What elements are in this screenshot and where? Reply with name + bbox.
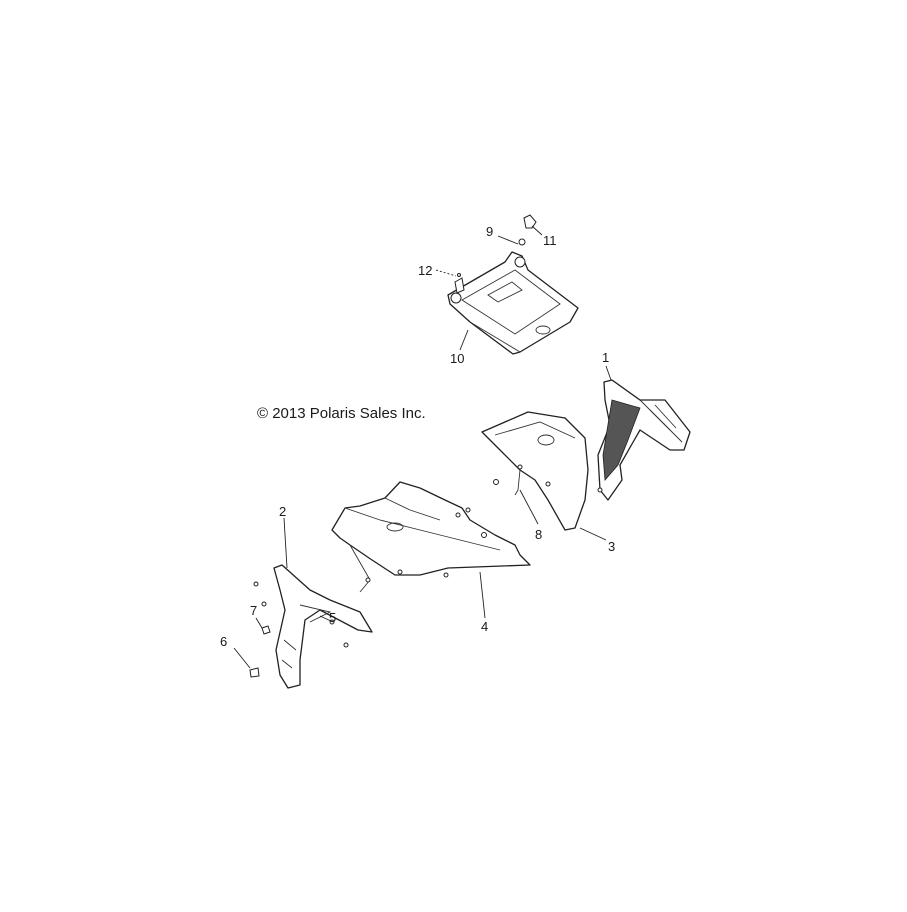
- leader-lines: [233, 225, 612, 669]
- leader-2: [283, 517, 288, 569]
- part-10-cover: [447, 251, 579, 355]
- leader-4: [479, 571, 486, 619]
- leader-7: [255, 617, 263, 629]
- part-4-center-fender: [331, 481, 531, 593]
- part-11-clip: [523, 214, 537, 229]
- callout-9: 9: [486, 224, 493, 239]
- callout-8: 8: [535, 527, 542, 542]
- callout-3: 3: [608, 539, 615, 554]
- callout-5: 5: [329, 610, 336, 625]
- callout-11: 11: [543, 233, 557, 248]
- leader-12: [435, 269, 457, 277]
- leader-5: [319, 615, 334, 623]
- part-9-nut: [518, 238, 526, 246]
- leader-3: [579, 527, 607, 541]
- callout-10: 10: [450, 351, 464, 366]
- leader-1: [605, 365, 612, 381]
- part-3-inner-fender: [481, 411, 603, 531]
- part-2-side-panel: [253, 564, 373, 689]
- part-1-side-panel: [597, 379, 691, 501]
- callout-labels: 1 2 3 4 5 6 7 8 9 10 11 12: [220, 224, 615, 649]
- leader-6: [233, 647, 251, 669]
- callout-1: 1: [602, 350, 609, 365]
- leader-11: [531, 225, 543, 236]
- callout-12: 12: [418, 263, 432, 278]
- leader-10: [459, 329, 469, 351]
- callout-2: 2: [279, 504, 286, 519]
- part-7-screw: [261, 625, 271, 635]
- callout-7: 7: [250, 603, 257, 618]
- part-12-fastener: [454, 273, 465, 294]
- callout-6: 6: [220, 634, 227, 649]
- callout-4: 4: [481, 619, 488, 634]
- leader-8: [519, 489, 539, 525]
- leader-9: [497, 235, 519, 245]
- copyright-notice: © 2013 Polaris Sales Inc.: [257, 405, 426, 422]
- part-6-screw: [249, 667, 260, 678]
